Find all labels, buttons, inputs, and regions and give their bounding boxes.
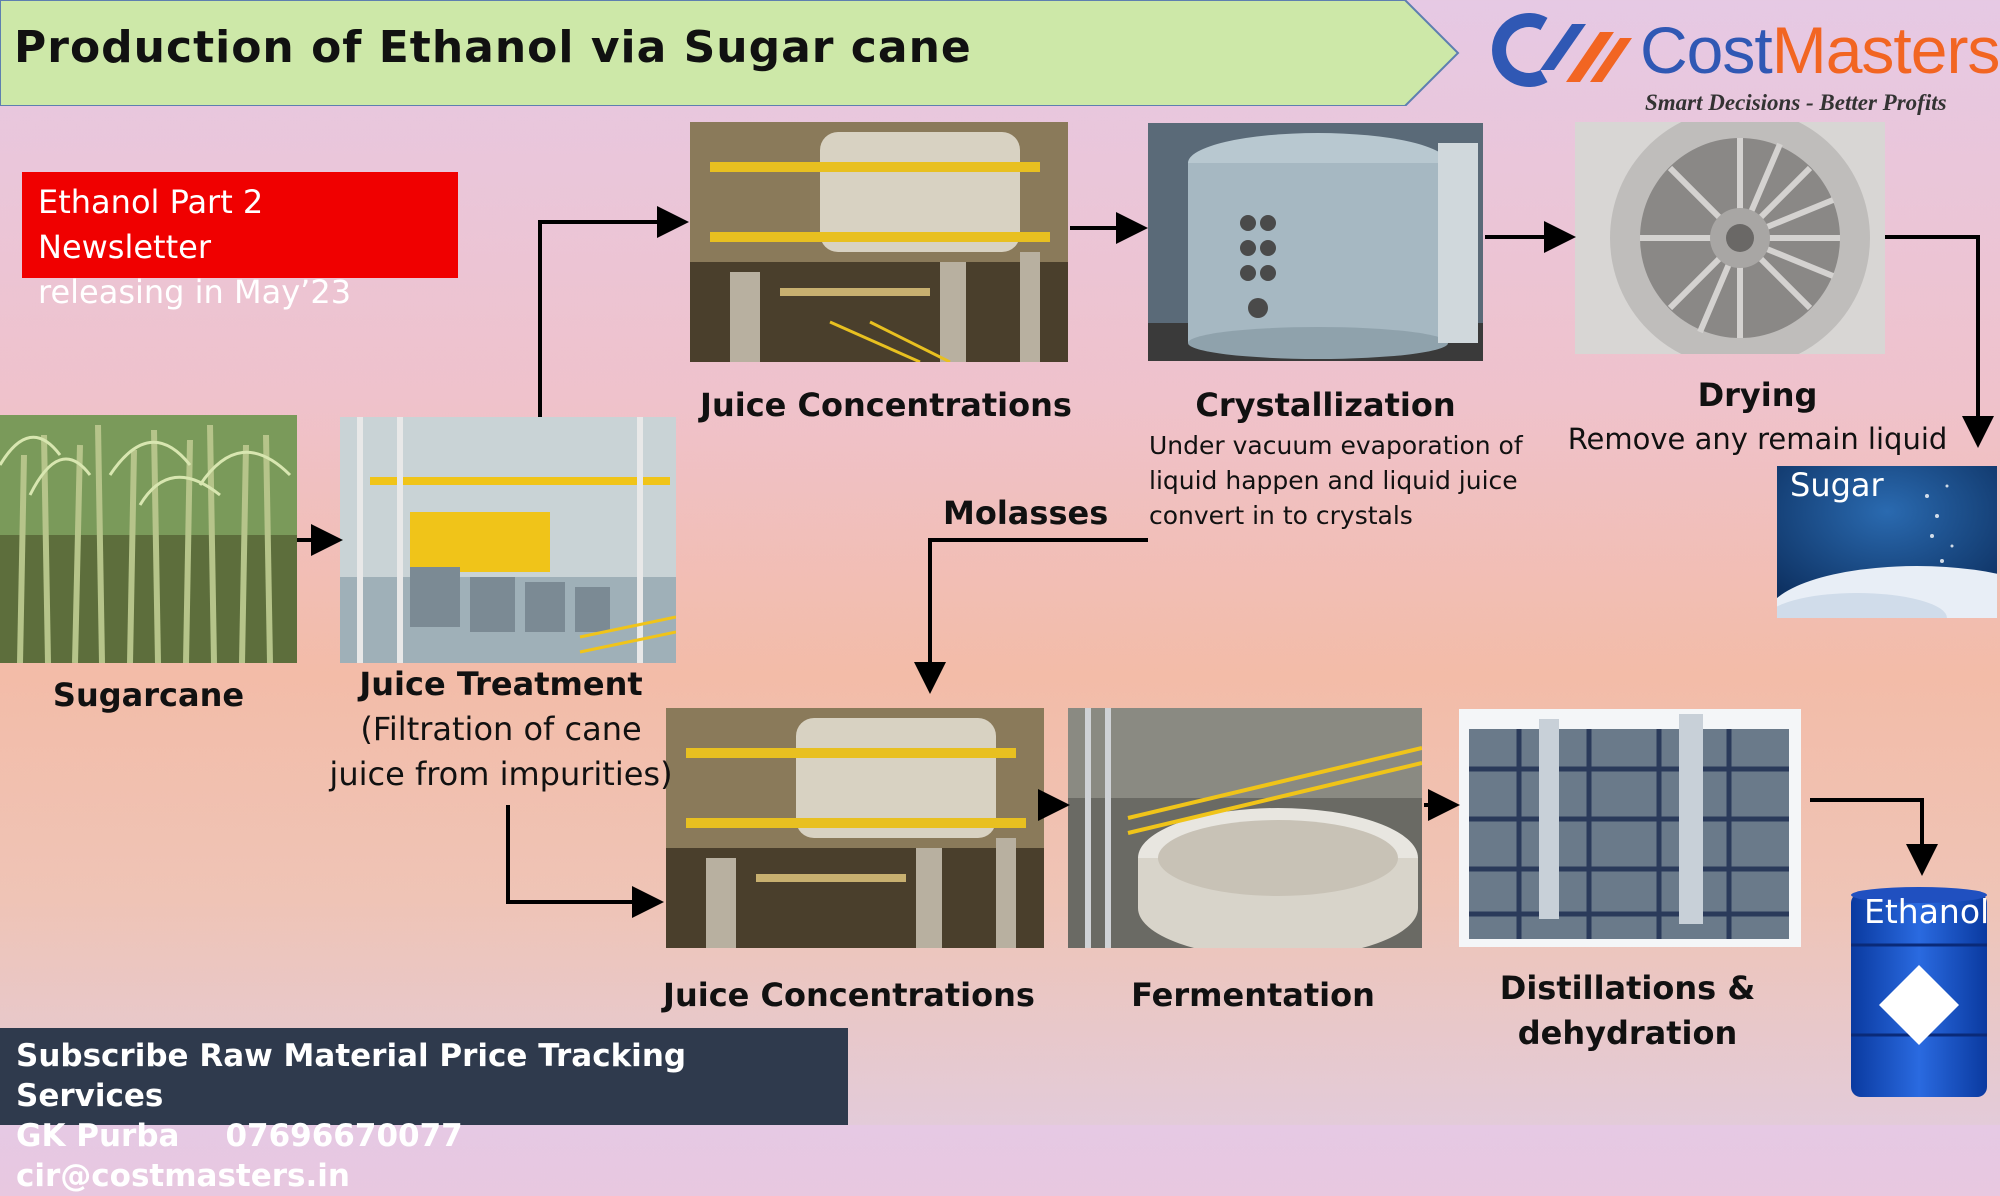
- footer-subscribe-line: Subscribe Raw Material Price Tracking Se…: [16, 1038, 687, 1114]
- arrow-treatment-to-concentration-bottom: [506, 805, 664, 918]
- page-title: Production of Ethanol via Sugar cane: [14, 22, 972, 73]
- juice-treatment-label: Juice Treatment (Filtration of cane juic…: [316, 662, 686, 797]
- contact-name: GK Purba: [16, 1118, 180, 1154]
- newsletter-notice: Ethanol Part 2 Newsletter releasing in M…: [22, 172, 458, 311]
- arrow-distillation-to-ethanol: [1810, 798, 1938, 876]
- ethanol-drum-image: [1849, 885, 1989, 1105]
- crystallization-title: Crystallization: [1195, 386, 1456, 424]
- notice-line-2: releasing in May’23: [38, 273, 352, 311]
- drying-desc: Remove any remain liquid: [1567, 422, 1948, 456]
- juice-treatment-desc-2: juice from impurities): [329, 755, 673, 793]
- drying-title: Drying: [1697, 376, 1818, 414]
- flow-arrows: [297, 206, 1994, 918]
- juice-concentrations-bottom-label: Juice Concentrations: [663, 976, 1035, 1014]
- crystallization-desc: Under vacuum evaporation of liquid happe…: [1149, 428, 1523, 533]
- juice-concentrations-top-label: Juice Concentrations: [700, 386, 1072, 424]
- logo-tagline: Smart Decisions - Better Profits: [1645, 90, 1947, 115]
- title-banner: [0, 0, 1460, 106]
- ethanol-label: Ethanol: [1864, 892, 1990, 931]
- subscribe-footer: Subscribe Raw Material Price Tracking Se…: [0, 1028, 848, 1194]
- juice-concentrations-bottom-photo: [666, 708, 1044, 948]
- crystallization-desc-2: liquid happen and liquid juice: [1149, 466, 1518, 495]
- costmasters-logo-icon: [1492, 13, 1632, 87]
- arrow-treatment-to-concentration-top: [538, 206, 689, 417]
- crystallization-desc-1: Under vacuum evaporation of: [1149, 431, 1523, 460]
- distillation-line-2: dehydration: [1517, 1014, 1738, 1052]
- contact-email[interactable]: cir@costmasters.in: [16, 1158, 350, 1194]
- distillation-line-1: Distillations &: [1499, 969, 1756, 1007]
- crystallization-photo: [1148, 123, 1483, 361]
- juice-concentrations-top-photo: [690, 122, 1068, 362]
- drying-photo: [1575, 122, 1885, 354]
- sugar-label: Sugar: [1790, 466, 1884, 504]
- contact-phone: 07696670077: [225, 1118, 463, 1154]
- juice-treatment-desc-1: (Filtration of cane: [360, 710, 642, 748]
- crystallization-desc-3: convert in to crystals: [1149, 501, 1413, 530]
- arrow-drying-to-sugar: [1885, 235, 1994, 448]
- fermentation-label: Fermentation: [1131, 976, 1375, 1014]
- sugarcane-label: Sugarcane: [52, 676, 245, 714]
- juice-treatment-title: Juice Treatment: [359, 665, 643, 703]
- logo-name: CostMasters: [1640, 13, 2000, 87]
- fermentation-photo: [1068, 708, 1422, 948]
- juice-treatment-photo: [340, 417, 676, 663]
- sugar-photo: [1777, 466, 1997, 618]
- sugarcane-photo: [0, 415, 297, 663]
- arrow-molasses-to-concentration-bottom: [914, 538, 1148, 694]
- molasses-label: Molasses: [943, 494, 1109, 532]
- footer-contact-line: GK Purba 07696670077 cir@costmasters.in: [16, 1116, 832, 1196]
- notice-line-1: Ethanol Part 2 Newsletter: [38, 183, 264, 266]
- distillation-label: Distillations & dehydration: [1440, 966, 1815, 1056]
- distillation-photo: [1459, 709, 1801, 947]
